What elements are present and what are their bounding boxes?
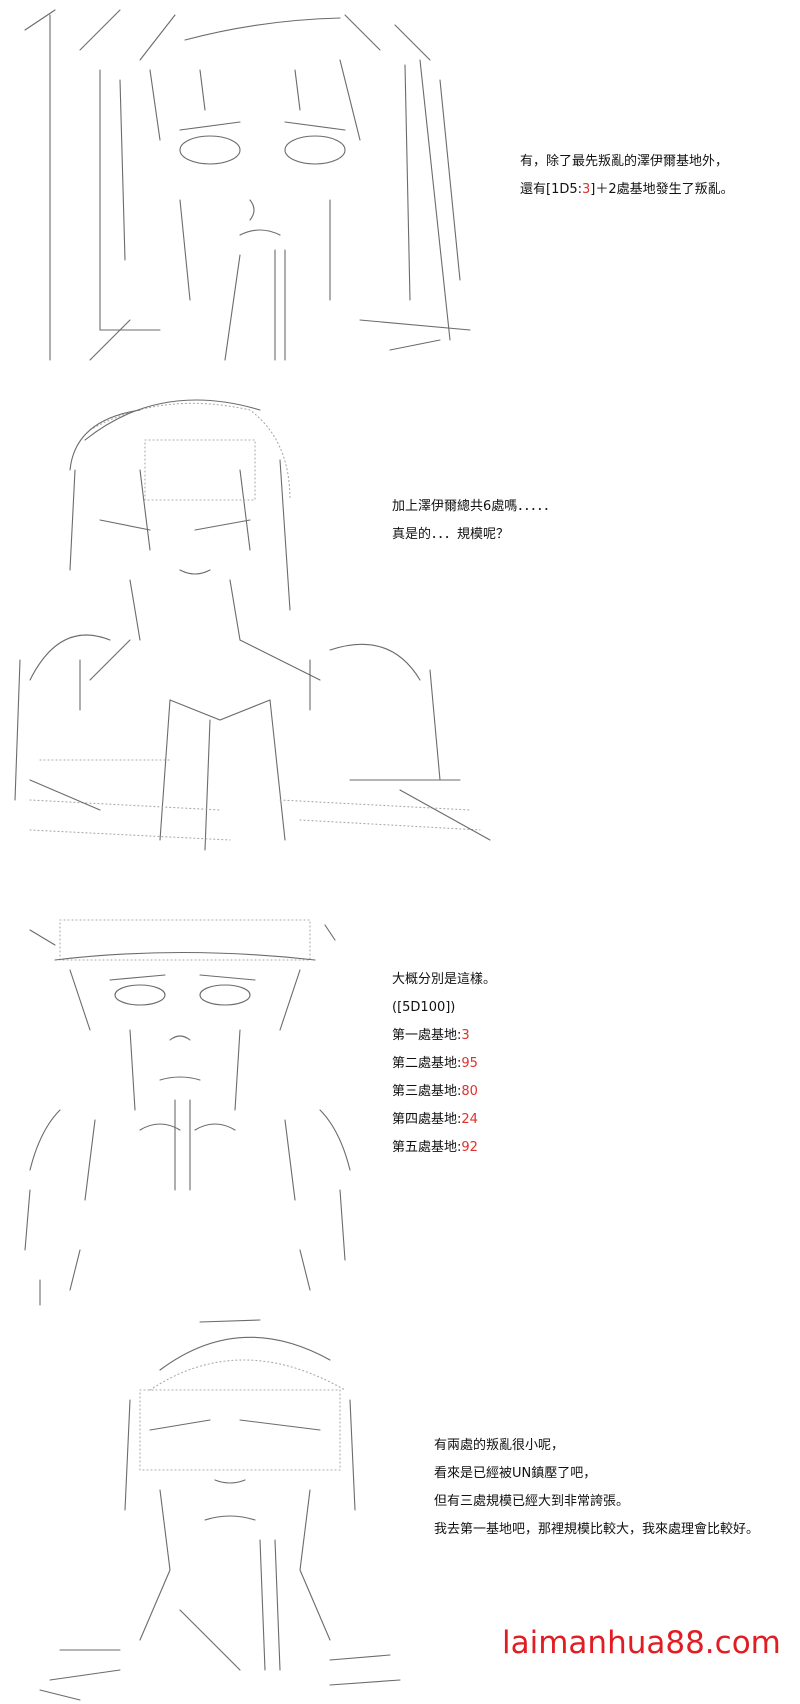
- panel-1: 有，除了最先叛亂的澤伊爾基地外， 還有[1D5:3]＋2處基地發生了叛亂。: [0, 0, 800, 380]
- ascii-art-character-3: [24, 919, 351, 1306]
- dialogue-line: 有兩處的叛亂很小呢，: [434, 1438, 565, 1453]
- dialogue-panel-2: 加上澤伊爾總共6處嗎．．．．． 真是的．．．規模呢？: [392, 493, 556, 549]
- dialogue-line: 加上澤伊爾總共6處嗎．．．．．: [392, 499, 557, 514]
- dialogue-line: 真是的．．．規模呢？: [392, 527, 510, 542]
- panel-4: 有兩處的叛亂很小呢， 看來是已經被UN鎮壓了吧， 但有三處規模已經大到非常誇張。…: [0, 1310, 800, 1704]
- panel-2: 加上澤伊爾總共6處嗎．．．．． 真是的．．．規模呢？: [0, 380, 800, 910]
- dice-result: 3: [461, 1028, 470, 1043]
- panel-3: 大概分別是這樣。 ([5D100]) 第一處基地:3 第二處基地:95 第三處基…: [0, 910, 800, 1310]
- dialogue-line: ([5D100]): [392, 1000, 456, 1015]
- ascii-art-character-1: [24, 9, 471, 361]
- dialogue-line: 第四處基地:24: [392, 1112, 478, 1127]
- dice-result: 80: [461, 1084, 478, 1099]
- dice-result: 95: [461, 1056, 478, 1071]
- dialogue-line: 第三處基地:80: [392, 1084, 478, 1099]
- dialogue-line: 有，除了最先叛亂的澤伊爾基地外，: [520, 154, 729, 169]
- dialogue-line: 但有三處規模已經大到非常誇張。: [434, 1494, 630, 1509]
- dice-result: 92: [461, 1140, 478, 1155]
- dialogue-line: 我去第一基地吧，那裡規模比較大，我來處理會比較好。: [434, 1522, 760, 1537]
- dialogue-line: 第二處基地:95: [392, 1056, 478, 1071]
- ascii-art-character-4: [39, 1319, 401, 1701]
- watermark: laimanhua88.com: [502, 1625, 781, 1661]
- dialogue-line: 第五處基地:92: [392, 1140, 478, 1155]
- dialogue-panel-4: 有兩處的叛亂很小呢， 看來是已經被UN鎮壓了吧， 但有三處規模已經大到非常誇張。…: [434, 1432, 759, 1544]
- dice-result: 24: [461, 1112, 478, 1127]
- dialogue-line: 第一處基地:3: [392, 1028, 470, 1043]
- dialogue-panel-1: 有，除了最先叛亂的澤伊爾基地外， 還有[1D5:3]＋2處基地發生了叛亂。: [520, 148, 734, 204]
- dialogue-line: 看來是已經被UN鎮壓了吧，: [434, 1466, 597, 1481]
- dialogue-line: 大概分別是這樣。: [392, 972, 497, 987]
- dialogue-line: 還有[1D5:3]＋2處基地發生了叛亂。: [520, 182, 734, 197]
- ascii-art-character-2: [14, 399, 491, 851]
- dialogue-panel-3: 大概分別是這樣。 ([5D100]) 第一處基地:3 第二處基地:95 第三處基…: [392, 966, 496, 1162]
- dice-result: 3: [582, 182, 591, 197]
